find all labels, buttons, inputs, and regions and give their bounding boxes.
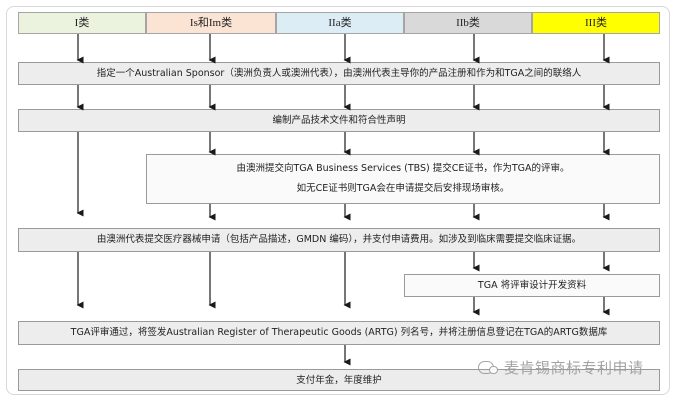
watermark: 麦肯锡商标专利申请	[478, 356, 644, 378]
class-header-iii: III类	[532, 12, 660, 34]
step-submit-application: 由澳洲代表提交医疗器械申请（包括产品描述，GMDN 编码），并支付申请费用。如涉…	[18, 228, 660, 252]
class-header-iia: IIa类	[276, 12, 404, 34]
step-appoint-sponsor: 指定一个Australian Sponsor（澳洲负责人或澳洲代表），由澳洲代表…	[18, 62, 660, 85]
tbs-line-2: 如无CE证书则TGA会在申请提交后安排现场审核。	[296, 183, 510, 194]
step-tbs-ce-submission: 由澳洲提交向TGA Business Services (TBS) 提交CE证书…	[146, 154, 660, 204]
step-design-review: TGA 将评审设计开发资料	[404, 274, 660, 297]
class-header-is-im: Is和Im类	[146, 12, 276, 34]
step-technical-file: 编制产品技术文件和符合性声明	[18, 109, 660, 132]
tbs-line-1: 由澳洲提交向TGA Business Services (TBS) 提交CE证书…	[236, 163, 570, 174]
watermark-text: 麦肯锡商标专利申请	[504, 358, 644, 377]
diagram-frame	[6, 6, 670, 395]
wechat-icon	[478, 360, 498, 374]
step-annual-fee: 支付年金，年度维护	[18, 369, 660, 391]
class-header-i: I类	[18, 12, 146, 34]
class-header-iib: IIb类	[404, 12, 532, 34]
step-artg-listing: TGA评审通过，将签发Australian Register of Therap…	[18, 321, 660, 345]
